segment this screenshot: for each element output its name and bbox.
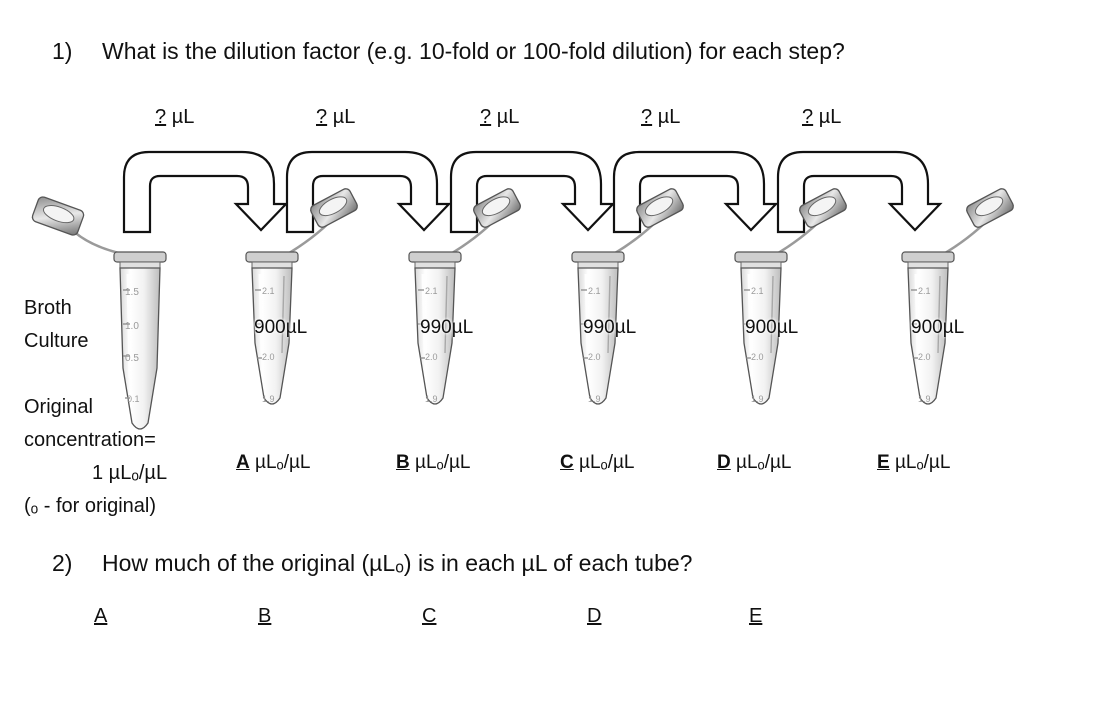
transfer-arrow-1	[122, 150, 288, 234]
tube-A-mark-2: 2.0	[262, 352, 275, 362]
tube-E-mark-2: 2.0	[918, 352, 931, 362]
transfer-blank-3: ?	[480, 106, 492, 128]
tube-D-mark-3: 1.9	[751, 394, 764, 404]
transfer-label-2: ? µL	[316, 106, 355, 129]
answer-label-E: E	[749, 605, 763, 627]
tube-D-volume: 900µL	[745, 317, 799, 338]
conc-unit-C: µLₒ/µL	[579, 452, 635, 473]
tube-C: 2.1 2.0 1.9	[570, 185, 687, 406]
transfer-label-3: ? µL	[480, 106, 519, 129]
tube-B-mark-3: 1.9	[425, 394, 438, 404]
original-label-line-1: Original	[24, 396, 93, 418]
broth-mark-2: 1.0	[125, 321, 139, 332]
tube-E-mark-3: 1.9	[918, 394, 931, 404]
transfer-unit-2: µL	[332, 106, 356, 128]
conc-label-B: B µLₒ/µL	[396, 452, 471, 474]
transfer-label-1: ? µL	[155, 106, 194, 129]
conc-label-D: D µLₒ/µL	[717, 452, 792, 474]
transfer-unit-3: µL	[496, 106, 520, 128]
conc-blank-A: A	[236, 452, 250, 473]
tube-E-mark-1: 2.1	[918, 286, 931, 296]
tube-B-mark-2: 2.0	[425, 352, 438, 362]
tube-C-mark-3: 1.9	[588, 394, 601, 404]
transfer-blank-1: ?	[155, 106, 167, 128]
transfer-blank-5: ?	[802, 106, 814, 128]
answer-label-A: A	[94, 605, 108, 627]
transfer-label-5: ? µL	[802, 106, 841, 129]
tube-B: 2.1 2.0 1.9	[407, 185, 524, 406]
broth-mark-3: 0.5	[125, 353, 139, 364]
tube-A-volume: 900µL	[254, 317, 308, 338]
tube-B-volume: 990µL	[420, 317, 474, 338]
conc-unit-E: µLₒ/µL	[894, 452, 951, 473]
conc-unit-B: µLₒ/µL	[415, 452, 471, 473]
tube-D-mark-1: 2.1	[751, 286, 764, 296]
conc-label-E: E µLₒ/µL	[877, 452, 950, 474]
broth-label-line-2: Culture	[24, 330, 89, 352]
transfer-arrow-3	[449, 150, 615, 234]
conc-label-A: A µLₒ/µL	[236, 452, 311, 474]
tube-A-mark-3: 1.9	[262, 394, 275, 404]
tube-B-mark-1: 2.1	[425, 286, 438, 296]
answer-label-D: D	[587, 605, 602, 627]
transfer-arrow-5	[776, 150, 942, 234]
conc-unit-D: µLₒ/µL	[736, 452, 792, 473]
original-label-line-4: (ₒ - for original)	[24, 495, 157, 517]
tube-D: 2.1 2.0 1.9	[733, 185, 850, 406]
tube-D-mark-2: 2.0	[751, 352, 764, 362]
conc-blank-E: E	[877, 452, 890, 473]
transfer-blank-4: ?	[641, 106, 653, 128]
conc-blank-D: D	[717, 452, 731, 473]
question-1-text: What is the dilution factor (e.g. 10-fol…	[102, 38, 845, 64]
question-1-number: 1)	[52, 38, 73, 64]
conc-blank-B: B	[396, 452, 410, 473]
broth-culture-label: Broth Culture	[24, 292, 88, 358]
transfer-blank-2: ?	[316, 106, 328, 128]
question-2: 2) How much of the original (µLₒ) is in e…	[52, 550, 692, 577]
transfer-arrow-4	[612, 150, 778, 234]
transfer-arrow-2	[285, 150, 451, 234]
tube-C-volume: 990µL	[583, 317, 637, 338]
question-2-text: How much of the original (µLₒ) is in eac…	[102, 550, 693, 576]
tube-A-mark-1: 2.1	[262, 286, 275, 296]
transfer-unit-1: µL	[171, 106, 195, 128]
tube-E-volume: 900µL	[911, 317, 965, 338]
tube-broth: 1.5 1.0 0.5 0.1	[31, 196, 167, 430]
broth-label-line-1: Broth	[24, 297, 72, 319]
broth-mark-1: 1.5	[125, 287, 139, 298]
tube-A: 2.1 2.0 1.9	[244, 185, 361, 406]
conc-unit-A: µLₒ/µL	[255, 452, 311, 473]
transfer-label-4: ? µL	[641, 106, 680, 129]
tube-E: 2.1 2.0 1.9	[900, 185, 1017, 406]
answer-label-C: C	[422, 605, 437, 627]
question-2-number: 2)	[52, 550, 73, 576]
question-1: 1) What is the dilution factor (e.g. 10-f…	[52, 38, 845, 65]
original-label-line-2: concentration=	[24, 429, 156, 451]
conc-label-C: C µLₒ/µL	[560, 452, 635, 474]
tube-C-mark-1: 2.1	[588, 286, 601, 296]
answer-label-B: B	[258, 605, 272, 627]
original-label-line-3: 1 µLₒ/µL	[92, 462, 168, 484]
transfer-unit-4: µL	[657, 106, 681, 128]
tube-C-mark-2: 2.0	[588, 352, 601, 362]
broth-mark-4: 0.1	[127, 394, 140, 404]
conc-blank-C: C	[560, 452, 574, 473]
transfer-unit-5: µL	[818, 106, 842, 128]
